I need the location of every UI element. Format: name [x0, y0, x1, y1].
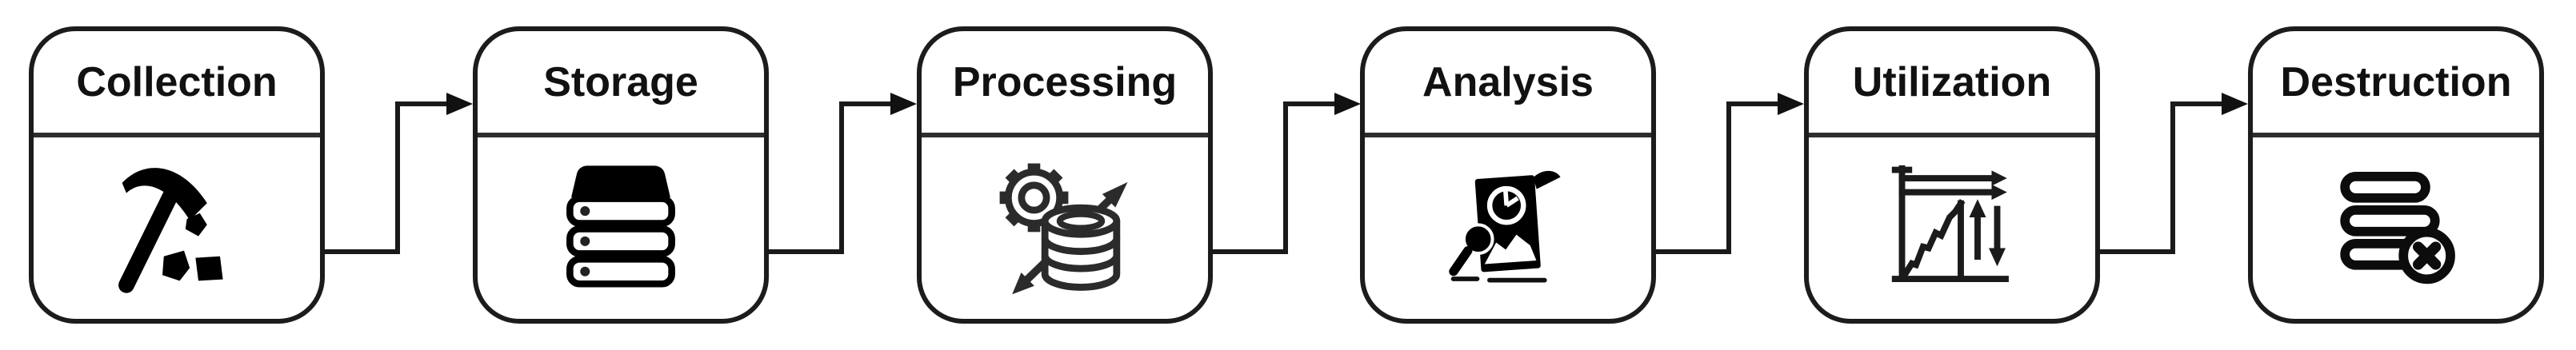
arrowhead-icon — [1778, 93, 1804, 115]
usage-chart-icon — [1891, 165, 2009, 282]
data-delete-icon — [2340, 171, 2455, 284]
arrowhead-icon — [446, 93, 473, 115]
stage-title-processing: Processing — [952, 58, 1178, 105]
connector-analysis-to-utilization — [1653, 93, 1804, 254]
arrowhead-icon — [890, 93, 917, 115]
stage-title-analysis: Analysis — [1422, 58, 1594, 105]
stage-header: Utilization — [1809, 31, 2095, 137]
pickaxe-icon — [118, 167, 223, 293]
stage-box-destruction: Destruction — [2248, 26, 2544, 324]
stage-box-storage: Storage — [473, 26, 769, 324]
connector-storage-to-processing — [766, 93, 917, 254]
connector-collection-to-storage — [322, 93, 473, 254]
stage-header: Collection — [34, 31, 320, 137]
stage-box-processing: Processing — [917, 26, 1213, 324]
server-stack-icon — [566, 165, 675, 288]
stage-box-utilization: Utilization — [1804, 26, 2100, 324]
arrowhead-icon — [1334, 93, 1361, 115]
stage-box-collection: Collection — [29, 26, 325, 324]
connector-processing-to-analysis — [1210, 93, 1361, 254]
stage-title-utilization: Utilization — [1852, 58, 2052, 105]
stage-header: Destruction — [2253, 31, 2539, 137]
arrowhead-icon — [2222, 93, 2248, 115]
stage-header: Processing — [922, 31, 1208, 137]
stage-title-destruction: Destruction — [2280, 58, 2512, 105]
gear-database-icon — [999, 163, 1127, 295]
stage-title-collection: Collection — [76, 58, 278, 105]
stage-header: Storage — [478, 31, 764, 137]
stage-box-analysis: Analysis — [1360, 26, 1656, 324]
report-magnifier-icon — [1449, 170, 1561, 282]
connector-utilization-to-destruction — [2097, 93, 2248, 254]
stage-title-storage: Storage — [543, 58, 698, 105]
stage-header: Analysis — [1365, 31, 1651, 137]
